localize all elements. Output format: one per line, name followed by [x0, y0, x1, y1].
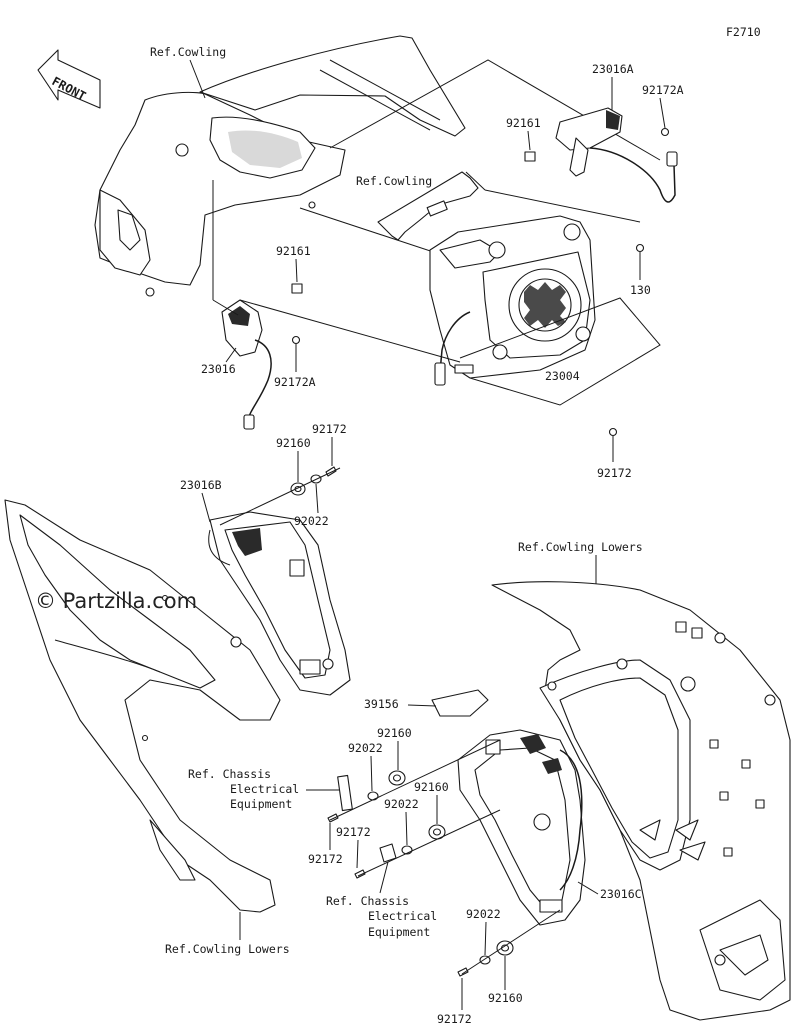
part-92160-a-label: 92160	[276, 436, 311, 450]
turn-signal-23016A-part	[555, 107, 678, 203]
screw-92172-c	[354, 869, 366, 879]
washer-92022-d	[479, 955, 491, 965]
grommet-92161-top	[524, 151, 536, 162]
part-92172-c-label: 92172	[308, 852, 343, 866]
part-39156-label: 39156	[364, 697, 399, 711]
part-92160-b-label: 92160	[377, 726, 412, 740]
part-23016C-label: 23016C	[600, 887, 642, 901]
ref-cowling-top-label: Ref.Cowling	[150, 45, 226, 59]
part-92172-b-label: 92172	[336, 825, 371, 839]
part-23016B-label: 23016B	[180, 478, 222, 492]
screw-92172-right	[608, 427, 618, 437]
screw-92172-b	[327, 813, 339, 823]
part-92172A-top-label: 92172A	[642, 83, 684, 97]
part-23016-label: 23016	[201, 362, 236, 376]
part-130-label: 130	[630, 283, 651, 297]
turn-signal-23016-part	[221, 299, 272, 430]
part-92160-c-label: 92160	[414, 780, 449, 794]
front-arrow-icon: FRONT	[37, 49, 101, 109]
right-lower-cowling-part	[491, 581, 791, 1021]
screw-92172A-left	[291, 335, 301, 345]
part-23016A-label: 23016A	[592, 62, 634, 76]
ref-chassis-1-line1: Ref. Chassis	[188, 767, 271, 781]
part-92172-d-label: 92172	[437, 1012, 472, 1026]
part-92161-left-label: 92161	[276, 244, 311, 258]
screw-92172-a	[325, 466, 337, 477]
left-lower-cowling-part	[4, 499, 281, 913]
ref-cowling-lowers-left-label: Ref.Cowling Lowers	[165, 942, 290, 956]
pad-39156-part	[431, 689, 489, 717]
grommet-92161-left	[291, 283, 303, 294]
headlight-23004-part	[429, 215, 596, 386]
washer-92022-b	[367, 791, 379, 801]
part-23004-label: 23004	[545, 369, 580, 383]
ref-chassis-2-line3: Equipment	[368, 925, 430, 939]
part-92160-d-label: 92160	[488, 991, 523, 1005]
upper-cowling-part	[94, 35, 466, 297]
ref-chassis-2-line2: Electrical	[368, 909, 437, 923]
ref-cowling-mid-label: Ref.Cowling	[356, 174, 432, 188]
part-92161-top-label: 92161	[506, 116, 541, 130]
ref-chassis-1-line3: Equipment	[230, 797, 292, 811]
part-92022-d-label: 92022	[466, 907, 501, 921]
part-92172-right-label: 92172	[597, 466, 632, 480]
turn-signal-23016C-part	[457, 729, 586, 926]
part-92022-c-label: 92022	[384, 797, 419, 811]
part-92172-a-label: 92172	[312, 422, 347, 436]
part-92022-a-label: 92022	[294, 514, 329, 528]
part-92172A-left-label: 92172A	[274, 375, 316, 389]
ref-cowling-lowers-right-label: Ref.Cowling Lowers	[518, 540, 643, 554]
figure-code: F2710	[726, 25, 761, 39]
ref-chassis-1-line2: Electrical	[230, 782, 299, 796]
part-92022-b-label: 92022	[348, 741, 383, 755]
screw-130	[635, 243, 645, 253]
partzilla-watermark: © Partzilla.com	[35, 589, 197, 613]
cowling-bracket-part	[377, 171, 479, 241]
screw-92172A-top	[660, 127, 670, 137]
turn-signal-23016B-part	[208, 511, 351, 696]
chassis-bracket-1	[337, 774, 353, 812]
screw-92172-d	[457, 967, 469, 977]
ref-chassis-2-line1: Ref. Chassis	[326, 894, 409, 908]
